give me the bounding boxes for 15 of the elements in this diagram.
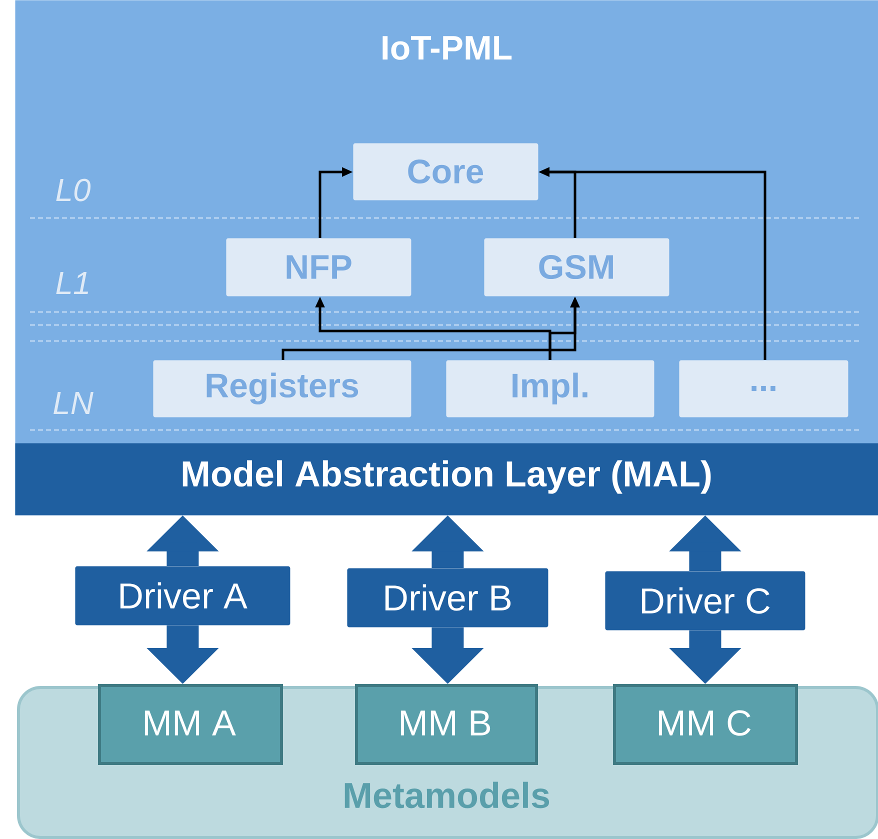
driver-box: Driver A bbox=[75, 566, 290, 626]
metamodel-box: MM C bbox=[613, 684, 798, 765]
module-box: NFP bbox=[226, 238, 412, 296]
module-box: Registers bbox=[153, 360, 412, 418]
module-box: Core bbox=[353, 143, 538, 200]
module-box: GSM bbox=[484, 238, 670, 296]
metamodel-box: MM A bbox=[98, 684, 283, 765]
module-box: Impl. bbox=[446, 360, 654, 418]
driver-box: Driver C bbox=[605, 571, 806, 630]
module-box: ... bbox=[679, 360, 848, 418]
layer-label: L1 bbox=[56, 272, 88, 294]
driver-box: Driver B bbox=[347, 568, 548, 628]
layer-label: L0 bbox=[56, 178, 91, 202]
metamodel-box: MM B bbox=[355, 684, 538, 765]
layer-label: LN bbox=[54, 392, 94, 414]
